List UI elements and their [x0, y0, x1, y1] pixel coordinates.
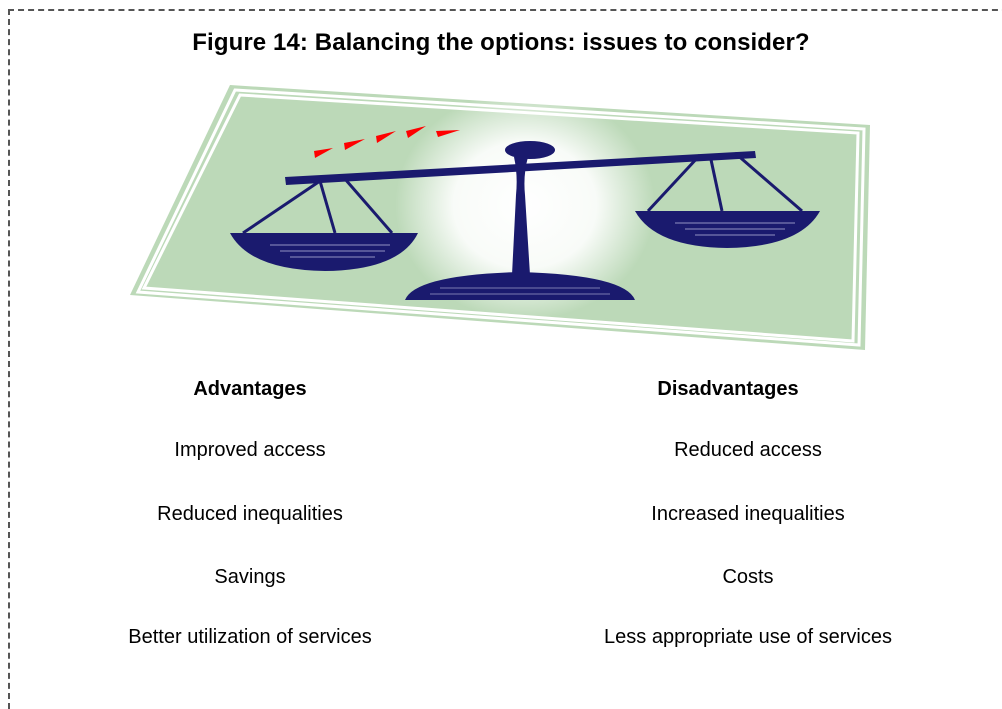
balance-scale-icon	[130, 85, 870, 350]
scale-top	[505, 141, 555, 159]
figure-title: Figure 14: Balancing the options: issues…	[192, 29, 810, 56]
advantage-item: Reduced inequalities	[157, 503, 343, 525]
scale-base	[405, 272, 635, 300]
disadvantage-item: Less appropriate use of services	[604, 626, 892, 648]
advantage-item: Improved access	[174, 439, 326, 461]
disadvantages-heading: Disadvantages	[657, 378, 799, 400]
left-pan	[230, 233, 418, 271]
advantage-item: Savings	[214, 566, 286, 588]
advantage-item: Better utilization of services	[128, 626, 372, 648]
disadvantage-item: Costs	[722, 566, 774, 588]
figure-border	[8, 9, 1002, 709]
disadvantage-item: Reduced access	[674, 439, 822, 461]
disadvantage-item: Increased inequalities	[651, 503, 845, 525]
scale-stand	[512, 157, 530, 275]
advantages-heading: Advantages	[193, 378, 307, 400]
motion-arrows-icon	[314, 126, 460, 158]
scale-beam	[285, 151, 756, 185]
